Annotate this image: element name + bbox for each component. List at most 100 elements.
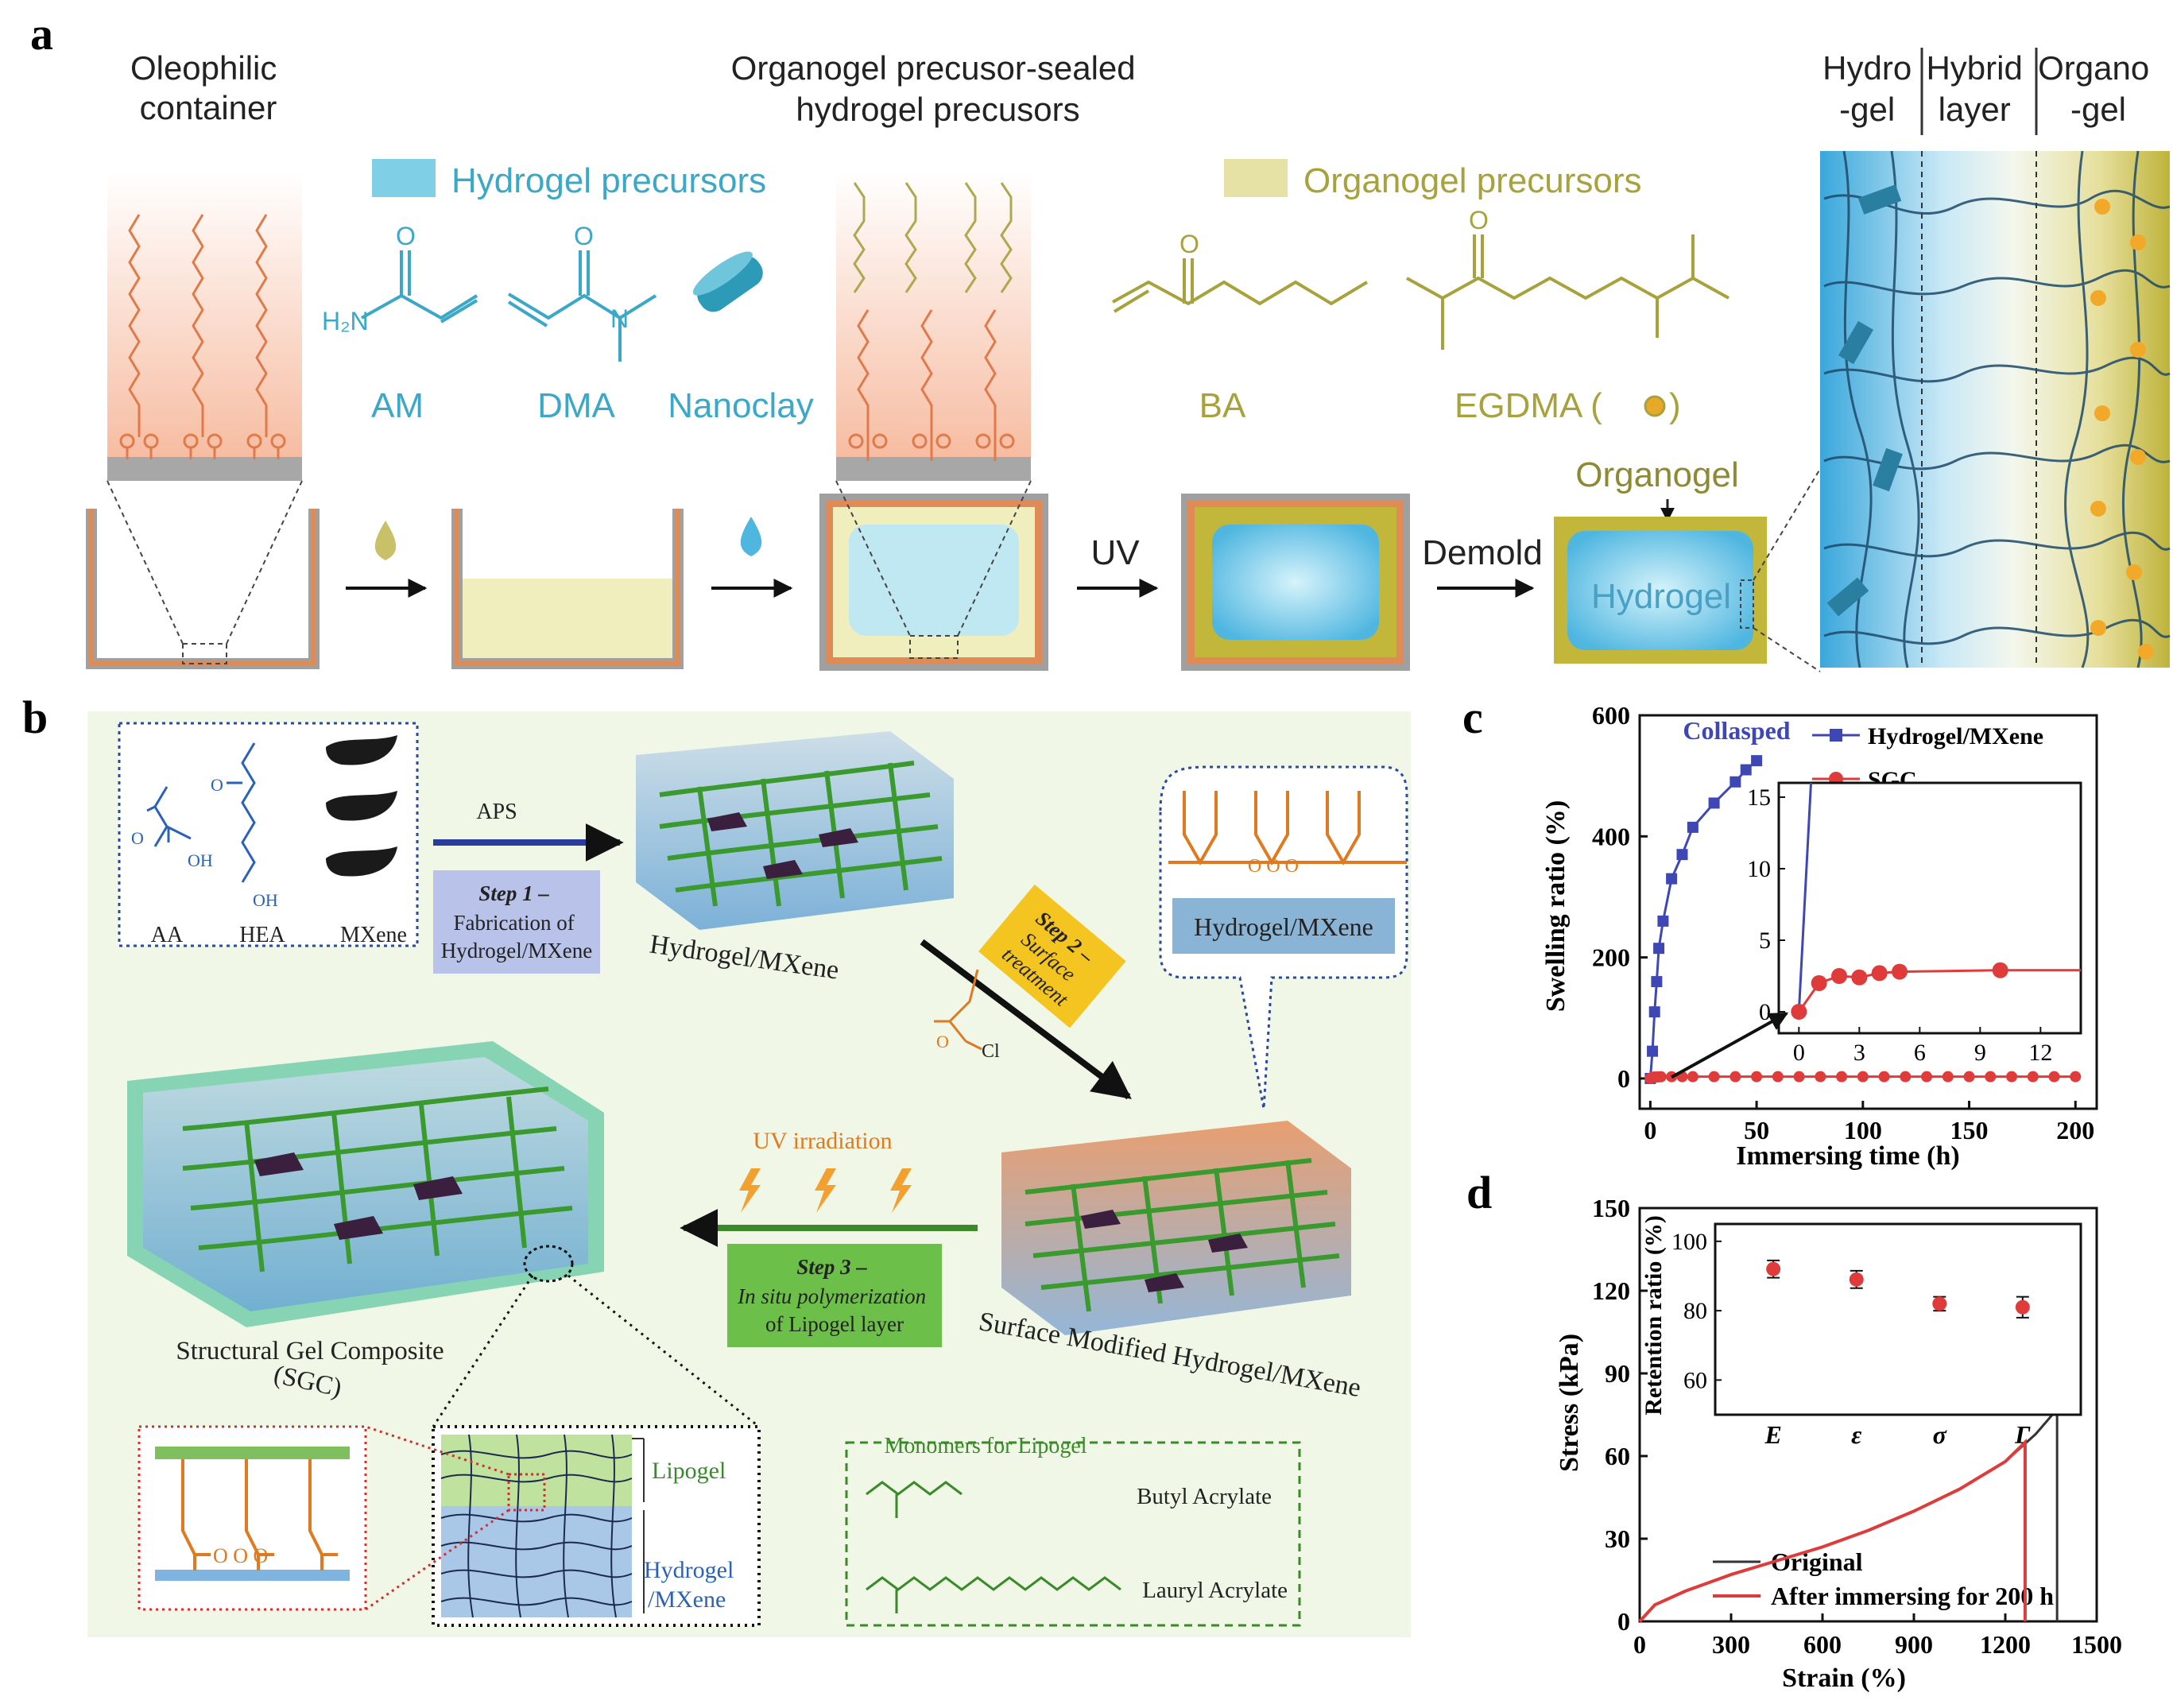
crosslink-o-labels: O O O	[213, 1544, 268, 1567]
panel-d-letter: d	[1466, 1167, 1492, 1218]
chart-d-line-after-immersing	[1638, 1438, 2027, 1623]
chart-d-frame	[1638, 1206, 2098, 1623]
surface-modified-block	[1001, 1121, 1351, 1335]
chart-d-inset-ytick-label: 80	[1683, 1298, 1707, 1324]
chart-c-inset-ytick-label: 15	[1747, 784, 1771, 811]
am-nh2-label: H₂N	[322, 307, 369, 335]
chart-d-ylabel: Stress (kPa)	[1555, 1334, 1584, 1472]
chart-c-point-sgc	[1878, 1071, 1890, 1083]
hydrogel-drop-icon	[740, 517, 762, 556]
dma-o-label: O	[574, 222, 594, 250]
chart-d-xtick-label: 600	[1803, 1630, 1842, 1659]
hea-label: HEA	[239, 923, 285, 947]
chart-c-xtick-label: 100	[1844, 1116, 1882, 1144]
ba-structure	[1112, 258, 1369, 313]
ba-o-label: O	[1179, 230, 1199, 258]
step1-line2: Fabrication of	[454, 911, 575, 935]
chart-d-ytick-label: 120	[1592, 1276, 1630, 1305]
lipogel-label: Lipogel	[652, 1458, 726, 1484]
chart-c-point-hydrogel	[1647, 1045, 1659, 1057]
organogel-legend: Organogel precursors	[1303, 161, 1642, 200]
chart-c-inset-xtick-label: 0	[1793, 1040, 1805, 1066]
chart-c-point-hydrogel	[1657, 915, 1669, 927]
chart-c-inset-xtick-label: 12	[2028, 1040, 2052, 1066]
am-structure	[361, 250, 478, 323]
aps-label: APS	[476, 800, 517, 824]
panel-c: c Swelling ratio (%) Immersing time (h) …	[1462, 691, 2098, 1171]
cured-container	[1181, 494, 1410, 671]
chart-c-point-sgc	[1815, 1071, 1826, 1083]
chart-c-inset-xtick-label: 9	[1974, 1040, 1986, 1066]
chart-c-point-sgc	[1772, 1071, 1784, 1083]
panel-a: a Oleophilic container Organogel precuso…	[30, 8, 2171, 672]
chart-c-point-sgc	[1900, 1071, 1912, 1083]
zoom-header-hydrogel-2: -gel	[1839, 91, 1895, 128]
chart-d-xtick-label: 900	[1895, 1630, 1933, 1659]
sgc-block	[127, 1041, 604, 1327]
chart-c-frame	[1638, 714, 2098, 1110]
chart-c-point-sgc	[1687, 1071, 1699, 1083]
container-title-1: Oleophilic	[130, 49, 277, 87]
chart-d-inset-ytick-label: 60	[1683, 1367, 1707, 1393]
butyl-label: Butyl Acrylate	[1137, 1484, 1272, 1509]
am-o-label: O	[396, 222, 416, 250]
chart-c-point-hydrogel	[1740, 764, 1752, 776]
lauryl-label: Lauryl Acrylate	[1142, 1578, 1288, 1603]
chart-c-inset-ytick-label: 5	[1759, 928, 1771, 954]
dma-label: DMA	[537, 386, 615, 425]
aa-o-label: O	[131, 828, 144, 848]
chart-c-point-hydrogel	[1676, 849, 1688, 861]
chart-c-point-hydrogel	[1687, 821, 1699, 833]
uv-irradiation-label: UV irradiation	[753, 1128, 892, 1154]
uv-lightning-icons	[739, 1168, 912, 1213]
chart-d-xtick-label: 1200	[1980, 1630, 2031, 1659]
dma-structure	[507, 250, 657, 362]
svg-text:Step 1 – Fabrication of: Step 1 – Fabrication of Hydrogel/MXene	[441, 881, 592, 962]
aa-oh-label: OH	[188, 850, 213, 870]
arrow-demold-label: Demold	[1422, 533, 1543, 572]
chart-c-point-sgc	[2048, 1071, 2060, 1083]
chart-d-ytick-label: 150	[1592, 1194, 1630, 1222]
step3-box	[727, 1244, 942, 1347]
chart-c-inset-point-sgc	[1811, 975, 1827, 991]
step2-box: Step 2 – Surface treatment	[978, 884, 1126, 1028]
zoom-header-organogel-1: Organo	[2038, 49, 2149, 87]
chart-c-xtick-label: 150	[1950, 1116, 1989, 1144]
empty-container	[86, 480, 320, 669]
chart-c-point-sgc	[1751, 1071, 1763, 1083]
chart-c-point-sgc	[2027, 1071, 2039, 1083]
hydrogel-mxene-block	[636, 731, 954, 930]
chart-c-inset-ytick-label: 0	[1759, 999, 1771, 1025]
chart-c-point-hydrogel	[1708, 797, 1720, 809]
chart-c-legend-hydro-marker	[1830, 729, 1842, 742]
panel-d: d Stress (kPa) Strain (%) Retention rati…	[1466, 1167, 2122, 1693]
monomers-title: Monomers for Lipogel	[884, 1434, 1086, 1458]
chart-c-inset-point-sgc	[1992, 962, 2008, 978]
zoom-header-organogel-2: -gel	[2070, 91, 2126, 128]
chart-c-xtick-label: 200	[2056, 1116, 2094, 1144]
container-title-2: container	[140, 89, 277, 126]
chart-d-inset-category-label: σ	[1933, 1420, 1947, 1449]
zoom-line-right	[567, 1274, 760, 1428]
chart-d-inset-point	[1932, 1296, 1947, 1311]
chart-c-point-hydrogel	[1666, 873, 1678, 885]
organogel-drop-icon	[374, 521, 397, 560]
chart-c-legend-hydro: Hydrogel/MXene	[1868, 723, 2043, 749]
chart-c-inset-point-sgc	[1892, 963, 1908, 980]
step3-line2: In situ polymerization	[737, 1284, 926, 1308]
panel-c-letter: c	[1462, 691, 1483, 743]
chart-c-point-hydrogel	[1648, 1006, 1660, 1018]
chart-d-inset-ytick-label: 100	[1671, 1229, 1707, 1255]
zoom-line-left	[432, 1275, 534, 1427]
sealed-title-2: hydrogel precusors	[796, 91, 1079, 128]
step3-line3: of Lipogel layer	[765, 1312, 904, 1336]
chart-c-point-hydrogel	[1653, 943, 1665, 955]
zoom-header-hybrid-1: Hybrid	[1926, 49, 2022, 87]
interface-detail: Lipogel Hydrogel /MXene	[432, 1425, 761, 1627]
chart-d-ytick-label: 90	[1605, 1359, 1630, 1388]
chart-c-ytick-label: 0	[1617, 1064, 1630, 1093]
arrow-uv-label: UV	[1090, 533, 1140, 572]
organogel-label: Organogel	[1575, 455, 1738, 494]
step3-title: Step 3 –	[796, 1255, 867, 1279]
